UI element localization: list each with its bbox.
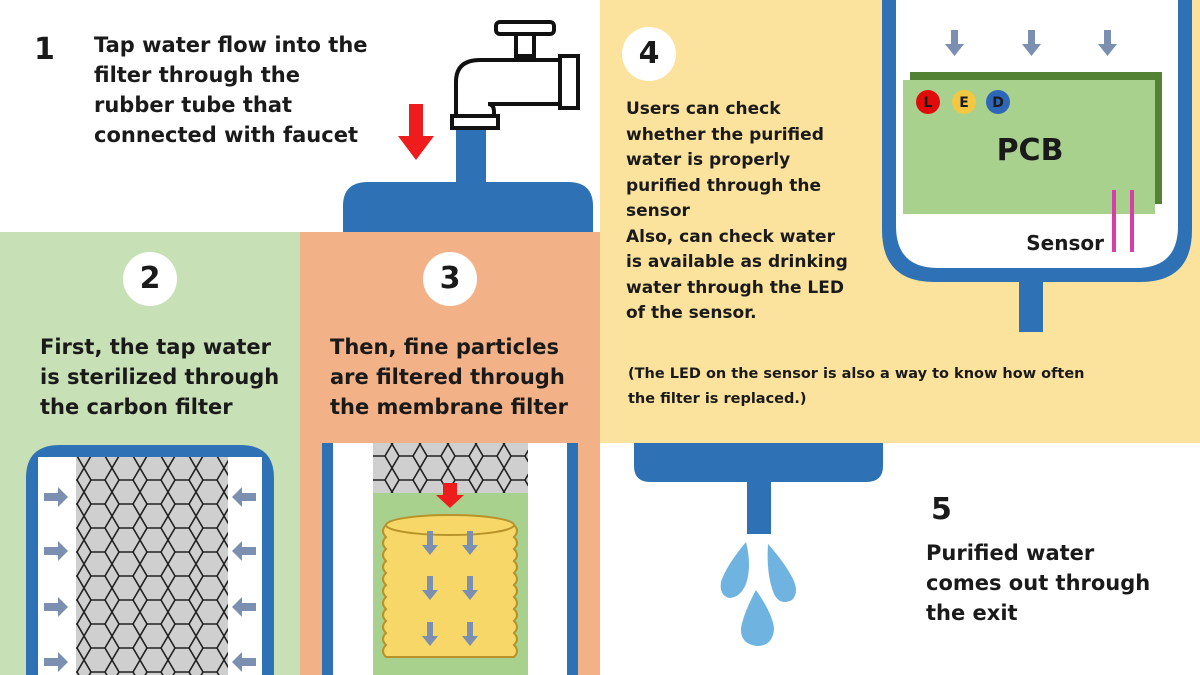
led-l-letter: L	[924, 95, 933, 111]
step-3-text: Then, fine particles are filtered throug…	[330, 335, 569, 419]
membrane-filter	[322, 443, 578, 675]
inlet-tube	[456, 130, 486, 190]
step-5-number: 5	[931, 492, 952, 527]
pcb-label: PCB	[997, 133, 1064, 168]
led-d-indicator	[986, 90, 1010, 114]
led-l-indicator	[916, 90, 940, 114]
step-5-text: Purified water comes out through the exi…	[926, 541, 1151, 625]
step-4-text: Users can check whether the purified wat…	[626, 99, 848, 323]
step-2-text: First, the tap water is sterilized throu…	[40, 335, 280, 419]
sensor-label: Sensor	[1026, 231, 1104, 255]
carbon-filter	[26, 445, 274, 675]
step-4-number: 4	[622, 27, 676, 81]
step-3-number: 3	[423, 252, 477, 306]
led-d-letter: D	[992, 95, 1004, 111]
outlet-pipe	[634, 443, 883, 534]
step-1-text: Tap water flow into the filter through t…	[94, 33, 368, 147]
down-arrow-icon	[398, 104, 434, 160]
water-drop-icon	[720, 542, 796, 646]
faucet-icon	[450, 20, 580, 130]
step-4-note: (The LED on the sensor is also a way to …	[628, 366, 1085, 407]
sensor-probe-left	[1112, 190, 1116, 252]
sensor-probe-right	[1130, 190, 1134, 252]
led-e-indicator	[952, 90, 976, 114]
filter-housing-top	[343, 182, 593, 232]
step-1-number: 1	[34, 32, 55, 67]
led-e-letter: E	[959, 95, 969, 111]
step-2-number: 2	[123, 252, 177, 306]
